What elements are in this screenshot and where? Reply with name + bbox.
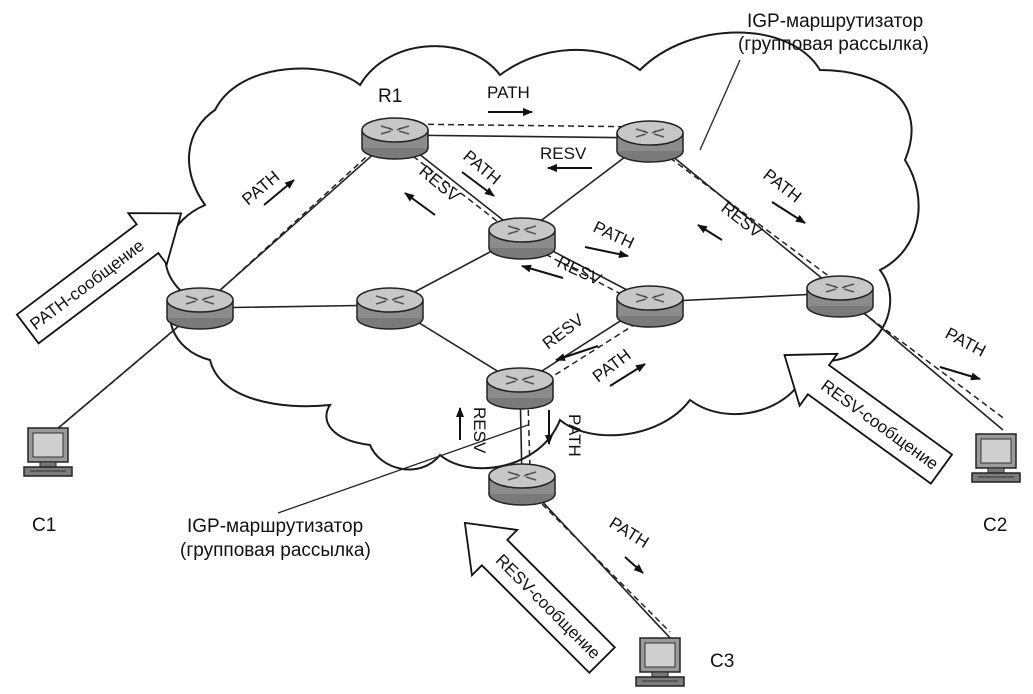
note-igp-top-line1: IGP-маршрутизатор (747, 11, 923, 32)
router-center-right (616, 285, 684, 328)
msg-path-right: PATH (760, 165, 805, 206)
router-bottom (488, 463, 556, 506)
label-c2: C2 (983, 515, 1007, 536)
note-igp-top-line2: (групповая рассылка) (738, 34, 929, 55)
banner-path-message: PATH-сообщение (15, 212, 183, 345)
router-center-left (356, 287, 424, 330)
msg-path-r1-down: PATH (459, 147, 504, 189)
msg-path-top: PATH (487, 83, 530, 102)
label-r1: R1 (378, 86, 402, 107)
note-igp-bottom-line2: (групповая рассылка) (180, 540, 371, 561)
msg-resv-top: RESV (540, 144, 587, 163)
router-edge-right (806, 275, 874, 318)
msg-resv-vertical: RESV (470, 407, 489, 454)
msg-resv-right: RESV (718, 198, 767, 242)
banner-path-message-label: PATH-сообщение (27, 236, 148, 334)
msg-path-c2: PATH (942, 324, 989, 361)
router-r1 (361, 117, 429, 160)
banner-resv-message-c2-label: RESV-сообщение (817, 376, 941, 474)
callout-line-top (699, 59, 741, 151)
router-center-top (488, 217, 556, 260)
msg-path-mid: PATH (589, 345, 635, 386)
msg-path-vertical: PATH (565, 414, 584, 457)
router-edge-left (166, 287, 234, 330)
msg-path-center: PATH (590, 217, 637, 252)
computer-c3 (635, 637, 685, 687)
msg-resv-center: RESV (554, 252, 605, 289)
computer-c2 (971, 433, 1021, 483)
msg-path-c3: PATH (606, 513, 652, 552)
router-center-bottom (486, 367, 554, 410)
note-igp-bottom-line1: IGP-маршрутизатор (187, 516, 363, 537)
msg-path-left: PATH (238, 167, 283, 209)
message-arrows (263, 108, 981, 574)
label-c3: C3 (710, 651, 734, 672)
callout-line-bottom (277, 424, 529, 514)
router-top-right (616, 120, 684, 163)
computer-c1 (23, 427, 73, 477)
banner-resv-message-c3: RESV-сообщение (463, 521, 617, 675)
banner-resv-message-c3-label: RESV-сообщение (492, 550, 604, 662)
network-cloud (164, 31, 920, 471)
label-c1: C1 (32, 515, 56, 536)
banner-resv-message-c2: RESV-сообщение (783, 352, 954, 485)
